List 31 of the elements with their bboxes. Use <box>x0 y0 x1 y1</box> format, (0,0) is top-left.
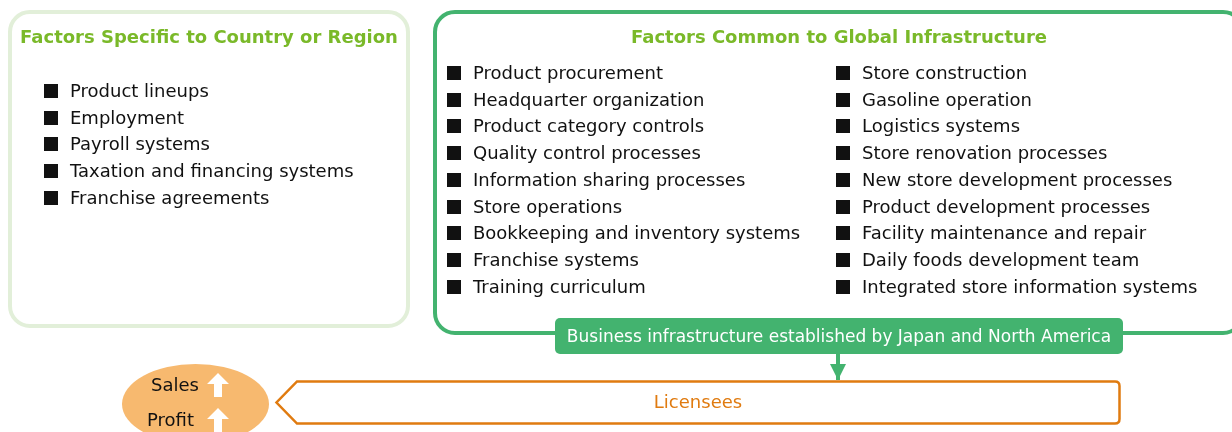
list-item: Product development processes <box>836 195 1151 218</box>
list-item: Franchise agreements <box>44 186 270 209</box>
list-item: Daily foods development team <box>836 248 1140 271</box>
list-item: Gasoline operation <box>836 88 1032 111</box>
list-item: Training curriculum <box>447 275 646 298</box>
metric-label: Sales <box>151 374 199 395</box>
heading: Factors Specific to Country or Region <box>19 26 399 47</box>
list-item: Information sharing processes <box>447 168 746 191</box>
banner-label: Business infrastructure established by Japan and North America <box>555 318 1123 354</box>
list-item: Logistics systems <box>836 115 1021 138</box>
list-item: Facility maintenance and repair <box>836 222 1147 245</box>
list-item: Product procurement <box>447 62 663 84</box>
list-item: New store development processes <box>836 168 1173 191</box>
list-item: Product category controls <box>447 115 705 138</box>
metric-label: Profit <box>147 409 194 430</box>
list-item: Payroll systems <box>44 133 210 156</box>
list-item: Store operations <box>447 195 623 218</box>
factors-panel <box>8 10 410 328</box>
list-item: Headquarter organization <box>447 88 705 111</box>
banner-text: Licensees <box>652 391 744 412</box>
list-item: Franchise systems <box>447 248 639 271</box>
list-item: Quality control processes <box>447 142 701 165</box>
list-item: Product lineups <box>44 80 209 102</box>
heading: Factors Common to Global Infrastructure <box>630 26 1048 47</box>
list-item: Taxation and financing systems <box>44 160 354 183</box>
list-item: Employment <box>44 106 185 129</box>
list-item: Integrated store information systems <box>836 275 1198 298</box>
list-item: Store construction <box>836 62 1028 84</box>
arrow <box>830 354 846 380</box>
list-item: Bookkeeping and inventory systems <box>447 222 801 245</box>
list-item: Store renovation processes <box>836 142 1108 165</box>
